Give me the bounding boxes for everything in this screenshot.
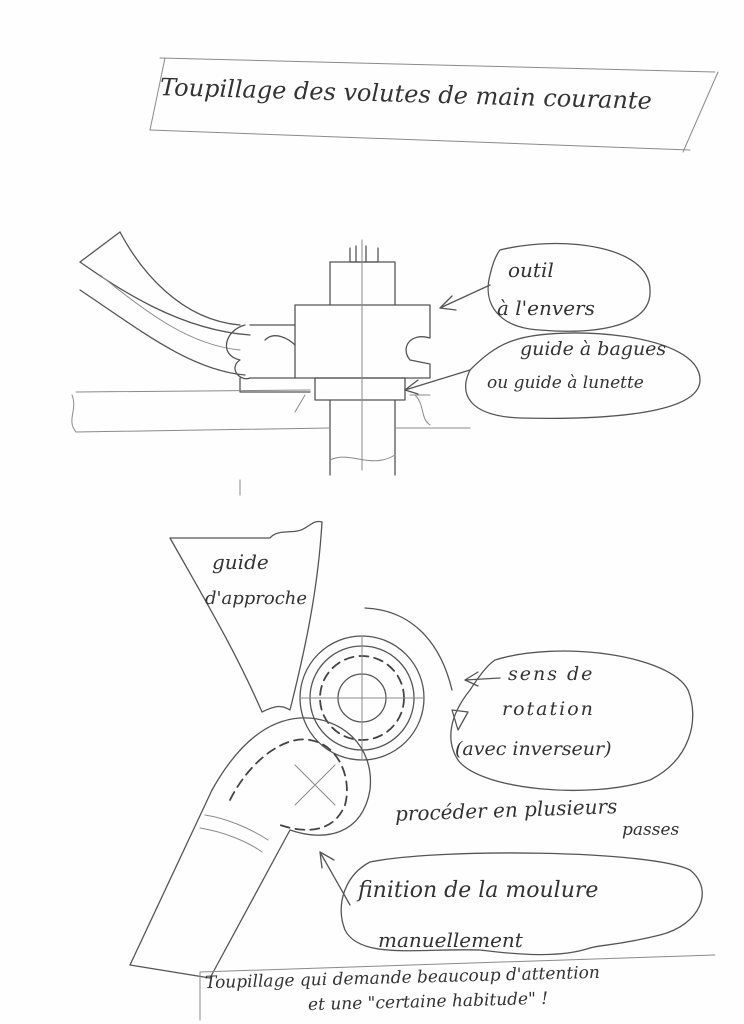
label-approach-guide-line1: guide: [212, 550, 269, 574]
label-rotation-line2: rotation: [502, 698, 595, 720]
footer-underline: [199, 954, 716, 1021]
label-rotation-line3: (avec inverseur): [455, 738, 612, 760]
label-tool-line1: outil: [508, 258, 554, 282]
handrail-volute-top-view: [129, 717, 372, 979]
callout-guide-bubble: [404, 332, 701, 420]
callout-tool-bubble: [439, 242, 651, 332]
label-passes-line2: passes: [622, 820, 680, 840]
work-table: [71, 389, 471, 433]
callout-finish-bubble: [319, 851, 703, 956]
label-finish-line1: finition de la moulure: [358, 878, 599, 903]
callout-rotation-bubble: [450, 650, 694, 792]
label-tool-line2: à l'envers: [497, 296, 595, 320]
label-rotation-line1: sens de: [508, 663, 595, 685]
label-approach-guide-line2: d'approche: [205, 588, 308, 609]
cutter-top-view: [299, 607, 469, 761]
handrail-curve: [79, 231, 311, 393]
approach-guide-shape: [169, 520, 323, 713]
title-frame: [149, 57, 719, 153]
spindle-side-view: [239, 239, 431, 496]
label-finish-line2: manuellement: [378, 928, 523, 952]
label-guide-line2: ou guide à lunette: [487, 373, 644, 393]
label-guide-line1: guide à bagues: [520, 338, 667, 360]
